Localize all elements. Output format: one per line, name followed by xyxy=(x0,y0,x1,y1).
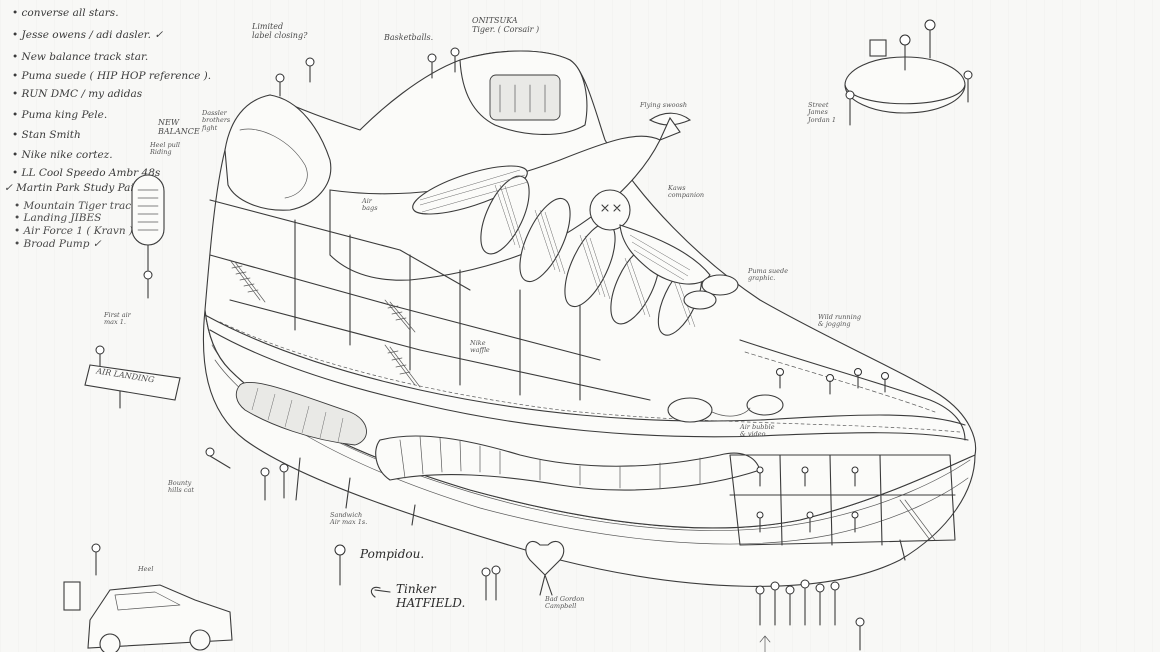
air-landing-sign xyxy=(84,364,181,401)
list-item: • Jesse owens / adi dasler. ✓ xyxy=(12,29,164,41)
interior-floors xyxy=(209,199,651,401)
list-item: • Stan Smith xyxy=(12,129,81,141)
kaws-figure xyxy=(589,189,739,310)
microphone-device xyxy=(131,174,165,299)
first-air-max-note: First air max 1. xyxy=(104,311,131,327)
heel-note: Heel xyxy=(138,565,154,573)
air-bubble xyxy=(667,397,713,423)
list-item: • Mountain Tiger track lane xyxy=(14,200,164,212)
list-item: • converse all stars. xyxy=(12,7,119,19)
waffle-note: Nike waffle xyxy=(470,339,490,355)
heel-collar xyxy=(224,94,332,211)
tinker-hatfield-label: Tinker HATFIELD. xyxy=(396,582,466,610)
puma-suede-note: Puma suede graphic. xyxy=(748,267,789,283)
street-figure xyxy=(845,90,855,126)
list-item: • Puma suede ( HIP HOP reference ). xyxy=(12,70,212,82)
heart-figure xyxy=(525,540,565,596)
list-item: • New balance track star. xyxy=(12,51,149,63)
car-drawing xyxy=(63,581,233,652)
bounty-note: Bounty hills cat xyxy=(168,479,194,495)
air-window xyxy=(235,381,367,446)
running-note: Wild running & jogging xyxy=(818,313,862,329)
new-balance-note: NEW BALANCE xyxy=(158,118,200,137)
street-note: Street James Jordan 1 xyxy=(808,101,837,124)
list-item: ✓ Martin Park Study Pair ) xyxy=(4,182,147,194)
floating-platform xyxy=(844,19,973,114)
list-item: • Landing JIBES xyxy=(14,212,102,224)
air-bags-note: Air bags xyxy=(362,197,378,213)
list-item: • Air Force 1 ( Kravn ) xyxy=(14,225,134,237)
tinker-arrow xyxy=(370,586,391,598)
list-item: • LL Cool Speedo Ambr 48s xyxy=(12,167,161,179)
flying-swoosh-note: Flying swoosh xyxy=(640,101,688,109)
front-rooms xyxy=(729,454,956,546)
list-item: • Puma king Pele. xyxy=(12,109,108,121)
bad-gordon-note: Bad Gordon Campbell xyxy=(545,595,585,611)
heel-pull-note: Heel pull Riding xyxy=(150,141,181,157)
shoe-legs xyxy=(295,457,906,561)
pompidou-label: Pompidou. xyxy=(360,547,425,561)
basketballs-note: Basketballs. xyxy=(384,33,434,42)
onitsuka-tiger-note: ONITSUKA Tiger. ( Corsair ) xyxy=(472,16,540,35)
dassler-note: Dassler brothers fight xyxy=(202,109,231,132)
limited-label-note: Limited label closing? xyxy=(252,22,308,41)
sandwich-note: Sandwich Air max 1s. xyxy=(330,511,368,527)
air-bubble-note: Air bubble & video xyxy=(740,423,775,439)
staircases xyxy=(229,259,421,388)
kaws-note: Kaws companion xyxy=(668,184,705,200)
people xyxy=(91,47,889,651)
list-item: • RUN DMC / my adidas xyxy=(12,88,143,100)
bottom-arrow xyxy=(759,635,771,652)
flying-figure xyxy=(648,112,692,142)
list-item: • Nike nike cortez. xyxy=(12,149,113,161)
list-item: • Broad Pump ✓ xyxy=(14,238,102,250)
